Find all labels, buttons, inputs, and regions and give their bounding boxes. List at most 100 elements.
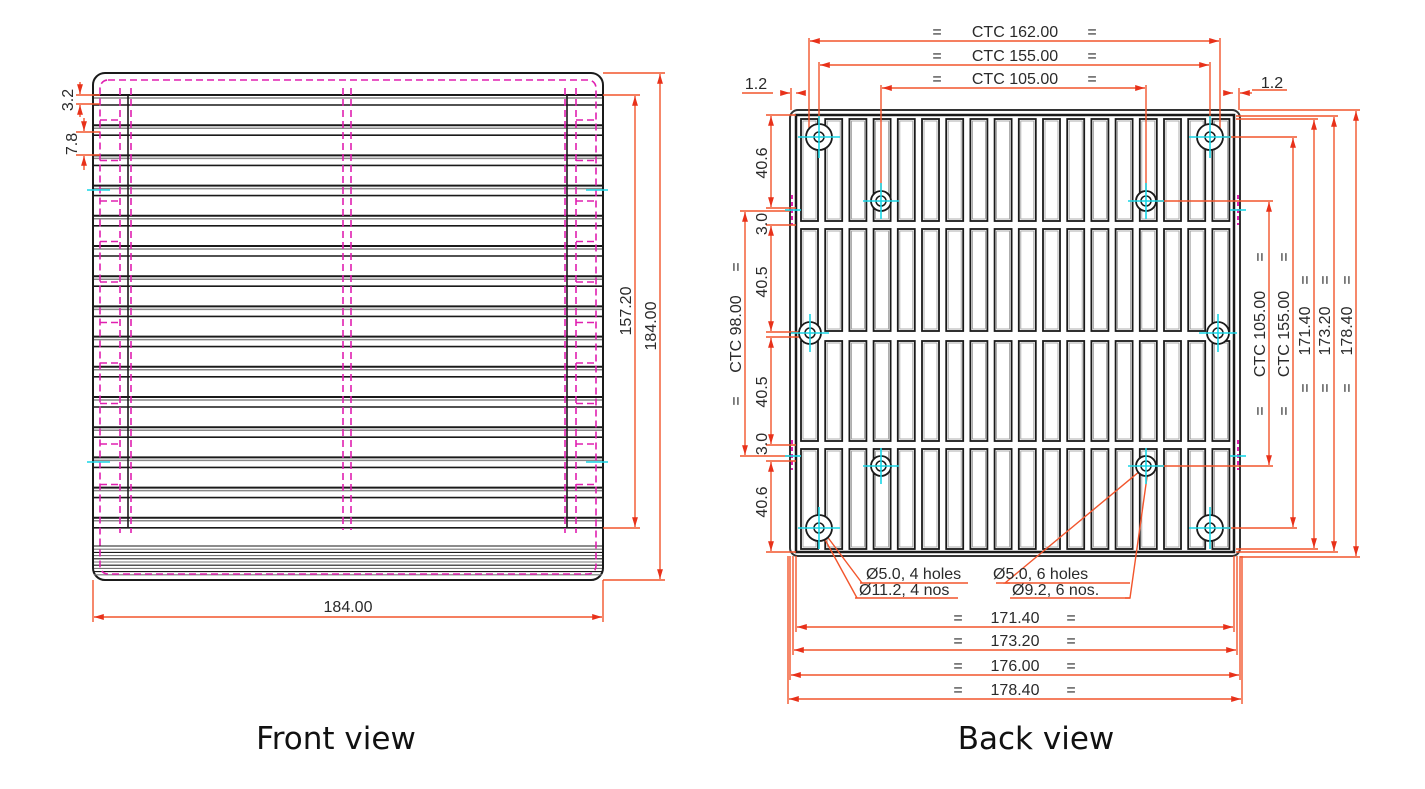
fin-slot (945, 228, 965, 332)
right-178-label: 178.40 (1339, 306, 1356, 355)
fin-slot (1163, 340, 1182, 442)
fin-slot-shadow (1117, 120, 1131, 220)
fin-slot (872, 228, 892, 332)
fin-slot-shadow (875, 120, 889, 220)
fin-slot-shadow (899, 450, 914, 548)
left-ctc-98-label: CTC 98.00 (728, 295, 745, 372)
bottom-eq-3a: = (953, 658, 962, 675)
front-outline (92, 72, 604, 581)
fin-slot (1042, 340, 1061, 442)
bottom-173-label: 173.20 (991, 633, 1040, 650)
front-fin-gap-label: 7.8 (64, 133, 81, 155)
top-eq-left-2: = (932, 48, 941, 65)
fin-slot-shadow (1189, 230, 1204, 330)
fin-slot-shadow (1141, 342, 1156, 440)
fin-slot-shadow (875, 230, 889, 330)
fin-slot-shadow (947, 120, 962, 220)
ctc-105-label: CTC 105.00 (972, 71, 1058, 88)
fin-slot-shadow (1044, 230, 1059, 330)
fin-slot-shadow (826, 342, 841, 440)
fin-slot (872, 118, 892, 222)
fin-slot-shadow (923, 120, 938, 220)
front-fins (94, 94, 602, 529)
left-eq-bottom: = (728, 396, 745, 405)
fin-slot-shadow (1093, 450, 1107, 548)
fin-slot (945, 118, 965, 222)
fin-slot-shadow (851, 450, 865, 548)
back-view-caption: Back view (958, 721, 1115, 757)
fin-slot-shadow (826, 230, 841, 330)
fin-slot (896, 228, 916, 332)
fin-slot-shadow (1117, 230, 1131, 330)
right-eq-4a: = (1317, 275, 1334, 284)
fin-slot (848, 118, 868, 222)
fin-slot-shadow (1044, 120, 1059, 220)
callout-counterbore-4: Ø11.2, 4 nos (859, 582, 949, 599)
front-bottom-band (94, 545, 602, 576)
fin-slot (1090, 228, 1110, 332)
left-seg-bottom-label: 40.6 (754, 486, 771, 517)
fin-slot-shadow (875, 342, 889, 440)
bottom-eq-1a: = (953, 610, 962, 627)
fin-slot (1211, 340, 1231, 442)
fin-slot (993, 340, 1013, 442)
callout-counterbore-6: Ø9.2, 6 nos. (1012, 582, 1099, 599)
bottom-eq-2b: = (1066, 633, 1075, 650)
fin-slot-shadow (1117, 450, 1131, 548)
fin-slot (969, 340, 989, 442)
front-dimension-lines (76, 72, 665, 622)
left-seg-mid-top-label: 40.5 (754, 266, 771, 297)
fin-slot-shadow (947, 342, 962, 440)
fin-slot-shadow (851, 230, 865, 330)
fin-slot (896, 448, 916, 550)
fin-slot-shadow (1165, 120, 1180, 220)
fin-slot (1042, 448, 1061, 550)
fin-slot (993, 228, 1013, 332)
fin-slot (1066, 228, 1086, 332)
top-eq-right-3: = (1087, 71, 1096, 88)
fin-slot (1066, 448, 1086, 550)
fin-slot (1114, 118, 1134, 222)
ctc-155-label: CTC 155.00 (972, 48, 1058, 65)
fin-slot-shadow (1093, 342, 1107, 440)
fin-slot (1187, 340, 1207, 442)
top-eq-right-1: = (1087, 24, 1096, 41)
fin-slot (969, 228, 989, 332)
fin-slot (1017, 448, 1037, 550)
fin-slot-shadow (1020, 450, 1035, 548)
fin-slot (1017, 340, 1037, 442)
fin-slot (1066, 340, 1086, 442)
fin-slot (945, 448, 965, 550)
fin-slot-shadow (1165, 342, 1180, 440)
fin-slot-shadow (996, 342, 1010, 440)
fin-slot-shadow (1189, 342, 1204, 440)
back-outline (789, 109, 1241, 557)
fin-slot-shadow (996, 230, 1010, 330)
fin-slot (1114, 340, 1134, 442)
fin-slot-shadow (1214, 450, 1228, 548)
fin-slot (800, 448, 819, 550)
fin-slot (1114, 448, 1134, 550)
fin-slot-shadow (1141, 450, 1156, 548)
right-eq-2b: = (1276, 406, 1293, 415)
fin-slot-shadow (996, 450, 1010, 548)
left-seg-mid-bottom-label: 40.5 (754, 376, 771, 407)
front-view: 3.2 7.8 157.20 184.00 184.00 Front view (60, 72, 665, 757)
fin-slot-shadow (1044, 342, 1059, 440)
fin-slot (1090, 118, 1110, 222)
right-eq-5a: = (1339, 275, 1356, 284)
right-171-label: 171.40 (1297, 306, 1314, 355)
fin-slot-shadow (1068, 342, 1083, 440)
right-eq-1a: = (1252, 252, 1269, 261)
fin-slot (1211, 448, 1231, 550)
bottom-eq-4a: = (953, 682, 962, 699)
fin-slot (896, 340, 916, 442)
fin-slot-shadow (1068, 120, 1083, 220)
fin-slot-shadow (1189, 120, 1204, 220)
fin-slot (1187, 448, 1207, 550)
fin-slot (1211, 228, 1231, 332)
fin-slot (993, 448, 1013, 550)
fin-slot (1138, 228, 1158, 332)
fin-slot (1042, 228, 1061, 332)
fin-slot (1138, 118, 1158, 222)
